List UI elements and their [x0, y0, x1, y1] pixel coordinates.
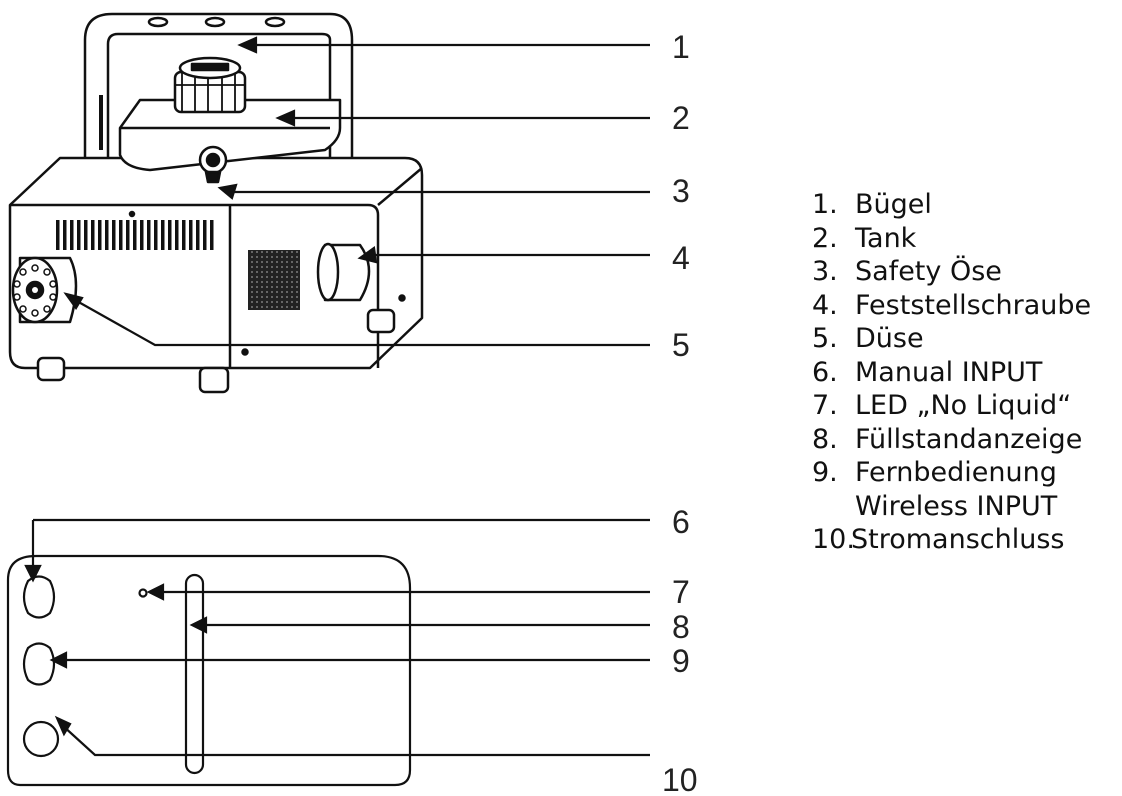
callout-10: 10 — [662, 762, 698, 796]
foot-back-right — [366, 308, 396, 334]
callout-1: 1 — [672, 29, 690, 65]
legend-item: 5. Düse — [812, 322, 1091, 356]
foot-front-left — [36, 356, 66, 382]
legend-label: Bügel — [855, 189, 932, 220]
legend-number: 10. — [812, 524, 855, 555]
legend-number: 3. — [812, 256, 838, 287]
tank — [118, 56, 342, 172]
legend-label: Manual INPUT — [855, 356, 1043, 388]
led-no-liquid — [138, 588, 148, 598]
callout-5: 5 — [672, 327, 690, 363]
power-socket — [22, 720, 60, 758]
legend-item: 4. Feststellschraube — [812, 289, 1091, 323]
legend-label: Tank — [855, 222, 917, 254]
legend-number: 4. — [812, 289, 838, 321]
callout-8: 8 — [672, 609, 690, 645]
legend-item: 10.Stromanschluss — [812, 523, 1091, 557]
legend-item: 2. Tank — [812, 222, 1091, 256]
legend-label: Fernbedienung — [855, 457, 1057, 488]
callout-9: 9 — [672, 643, 690, 679]
legend-number: 8. — [812, 423, 838, 455]
callout-4: 4 — [672, 240, 690, 276]
nozzle — [11, 256, 78, 324]
locking-knob — [316, 242, 371, 302]
rear-panel-drawing — [6, 554, 412, 787]
safety-eyelet — [198, 145, 228, 184]
legend-number: 9. — [812, 457, 838, 488]
callout-numbers: 1 2 3 4 5 6 7 8 9 10 — [662, 29, 698, 796]
housing-body — [8, 156, 424, 370]
legend-label: Düse — [855, 323, 924, 354]
legend-label: Stromanschluss — [851, 524, 1065, 555]
parts-legend: 1. Bügel 2. Tank 3. Safety Öse 4. Feststells… — [812, 188, 1091, 557]
side-grille — [248, 250, 300, 310]
legend-label: Safety Öse — [855, 256, 1002, 287]
legend-number: 2. — [812, 222, 838, 254]
legend-label: Wireless INPUT — [855, 490, 1058, 522]
leader-lines — [24, 36, 650, 757]
foot-front-right — [198, 366, 230, 394]
callout-3: 3 — [672, 173, 690, 209]
legend-number: 5. — [812, 323, 838, 354]
legend-label: Füllstandanzeige — [855, 423, 1083, 455]
legend-label: LED „No Liquid“ — [855, 390, 1072, 421]
legend-number: 6. — [812, 356, 838, 388]
wireless-input-connector — [22, 642, 56, 686]
callout-6: 6 — [672, 504, 690, 540]
legend-label: Feststellschraube — [855, 289, 1092, 321]
legend-item: 8. Füllstandanzeige — [812, 423, 1091, 457]
legend-item: 9. Fernbedienung — [812, 456, 1091, 490]
callout-7: 7 — [672, 574, 690, 610]
legend-item: 1. Bügel — [812, 188, 1091, 222]
fog-machine-drawing — [8, 12, 424, 394]
legend-number: 1. — [812, 189, 838, 220]
legend-item: 3. Safety Öse — [812, 255, 1091, 289]
front-vent — [55, 220, 215, 250]
fluid-level-window — [184, 573, 205, 775]
legend-item: 7. LED „No Liquid“ — [812, 389, 1091, 423]
callout-2: 2 — [672, 100, 690, 136]
legend-number: 7. — [812, 390, 838, 421]
legend-item: 6. Manual INPUT — [812, 356, 1091, 390]
legend-item-continuation: Wireless INPUT — [812, 490, 1091, 524]
